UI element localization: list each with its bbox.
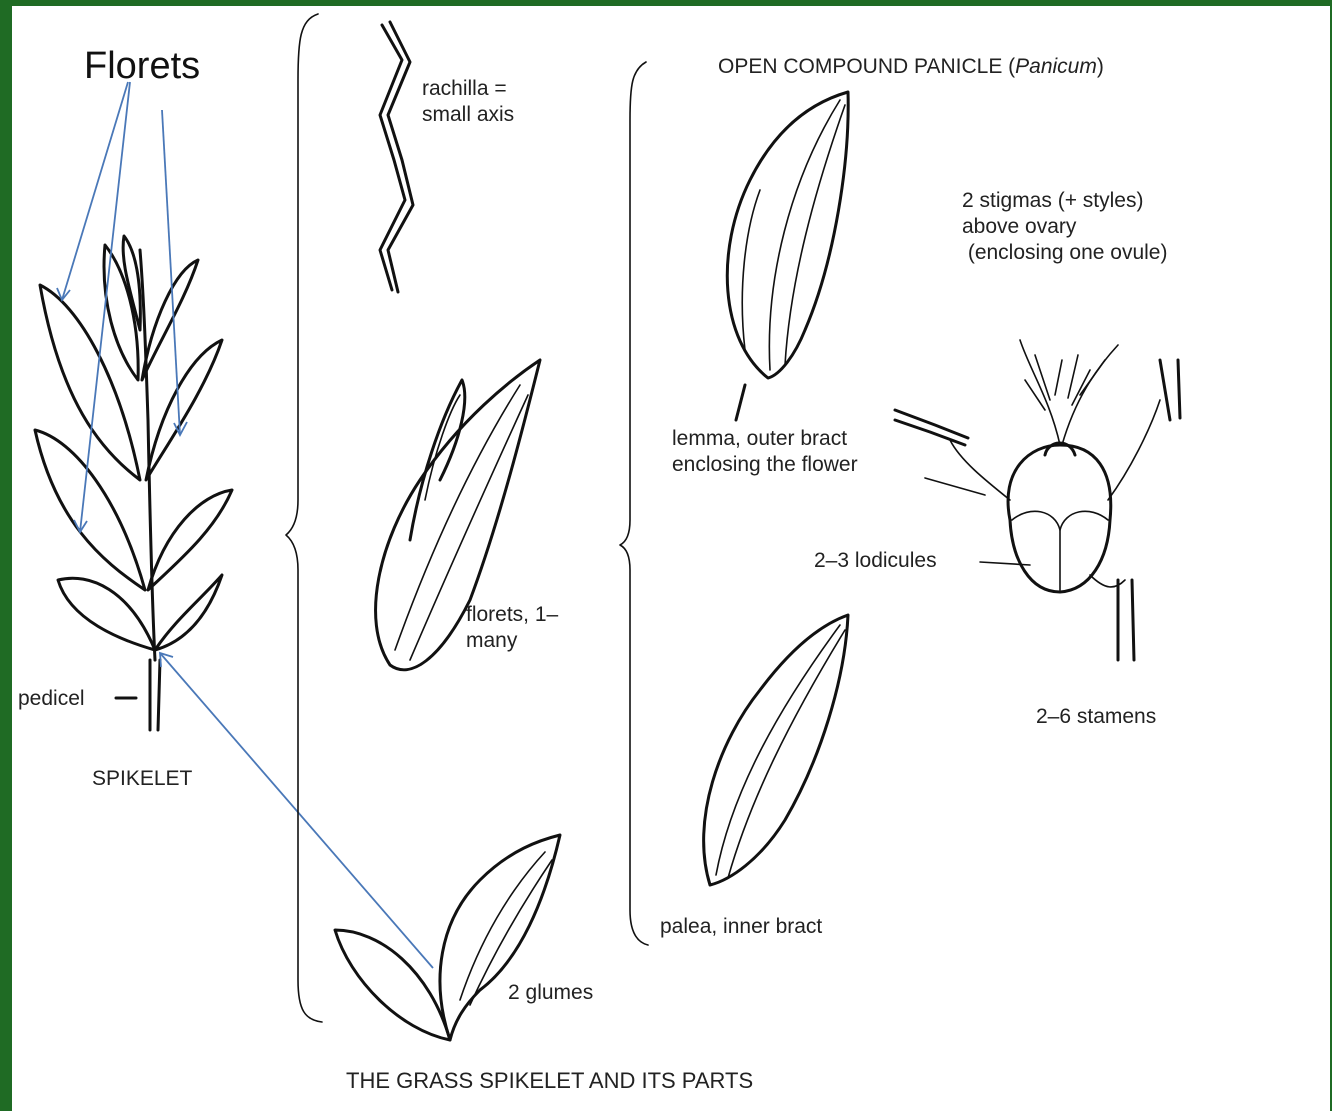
spikelet-label: SPIKELET: [92, 766, 192, 792]
palea-label: palea, inner bract: [660, 914, 822, 940]
pedicel-label: pedicel: [18, 686, 85, 712]
stamens-label: 2–6 stamens: [1036, 704, 1156, 730]
glumes-drawing: [335, 835, 560, 1040]
right-brace: [620, 62, 648, 945]
flower-drawing: [895, 340, 1180, 660]
lemma-drawing: [727, 92, 848, 420]
panicle-suffix: ): [1097, 55, 1104, 78]
panicle-genus: Panicum: [1015, 55, 1097, 78]
palea-drawing: [704, 615, 848, 885]
panicle-prefix: OPEN COMPOUND PANICLE (: [718, 55, 1015, 78]
glumes-label: 2 glumes: [508, 980, 593, 1006]
lemma-label: lemma, outer bract enclosing the flower: [672, 426, 858, 478]
stigmas-label: 2 stigmas (+ styles) above ovary (enclos…: [962, 188, 1167, 266]
panicle-title: OPEN COMPOUND PANICLE (Panicum): [718, 54, 1104, 80]
left-brace: [286, 14, 322, 1022]
rachilla-label: rachilla = small axis: [422, 76, 514, 128]
rachilla-drawing: [380, 22, 413, 292]
florets-count-label: florets, 1– many: [466, 602, 558, 654]
spikelet-drawing: [35, 236, 232, 730]
lodicules-label: 2–3 lodicules: [814, 548, 937, 574]
florets-callout-label: Florets: [84, 44, 200, 88]
caption: THE GRASS SPIKELET AND ITS PARTS: [346, 1068, 753, 1094]
florets-callout-arrows: [57, 82, 433, 968]
